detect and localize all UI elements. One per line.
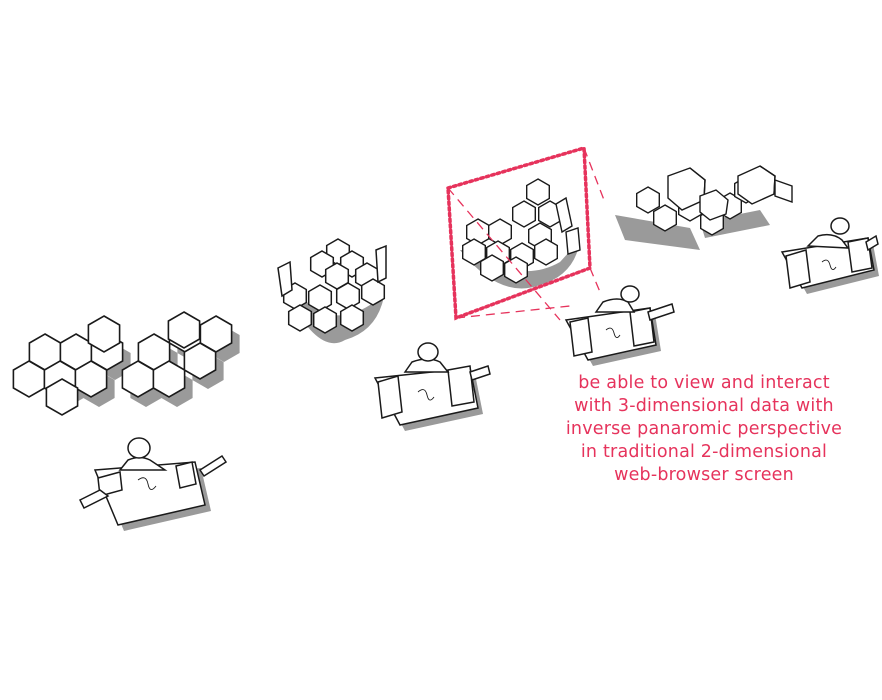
projection-lines bbox=[447, 147, 605, 321]
caption-line: inverse panaromic perspective bbox=[565, 419, 843, 439]
flat-hex-panel bbox=[12, 311, 240, 416]
caption-text: be able to view and interact with 3-dime… bbox=[548, 372, 860, 487]
user-at-desk-2 bbox=[373, 342, 491, 431]
caption-line: with 3-dimensional data with bbox=[574, 396, 834, 416]
user-at-desk-1 bbox=[78, 437, 228, 531]
hex-dome bbox=[277, 238, 387, 344]
floating-hex-cells bbox=[615, 165, 793, 250]
user-at-desk-3 bbox=[564, 285, 675, 366]
framed-hex-dome bbox=[446, 145, 605, 321]
caption-line: web-browser screen bbox=[614, 465, 794, 485]
user-at-desk-4 bbox=[780, 217, 879, 294]
caption-line: be able to view and interact bbox=[578, 373, 830, 393]
caption-line: in traditional 2-dimensional bbox=[580, 442, 828, 462]
